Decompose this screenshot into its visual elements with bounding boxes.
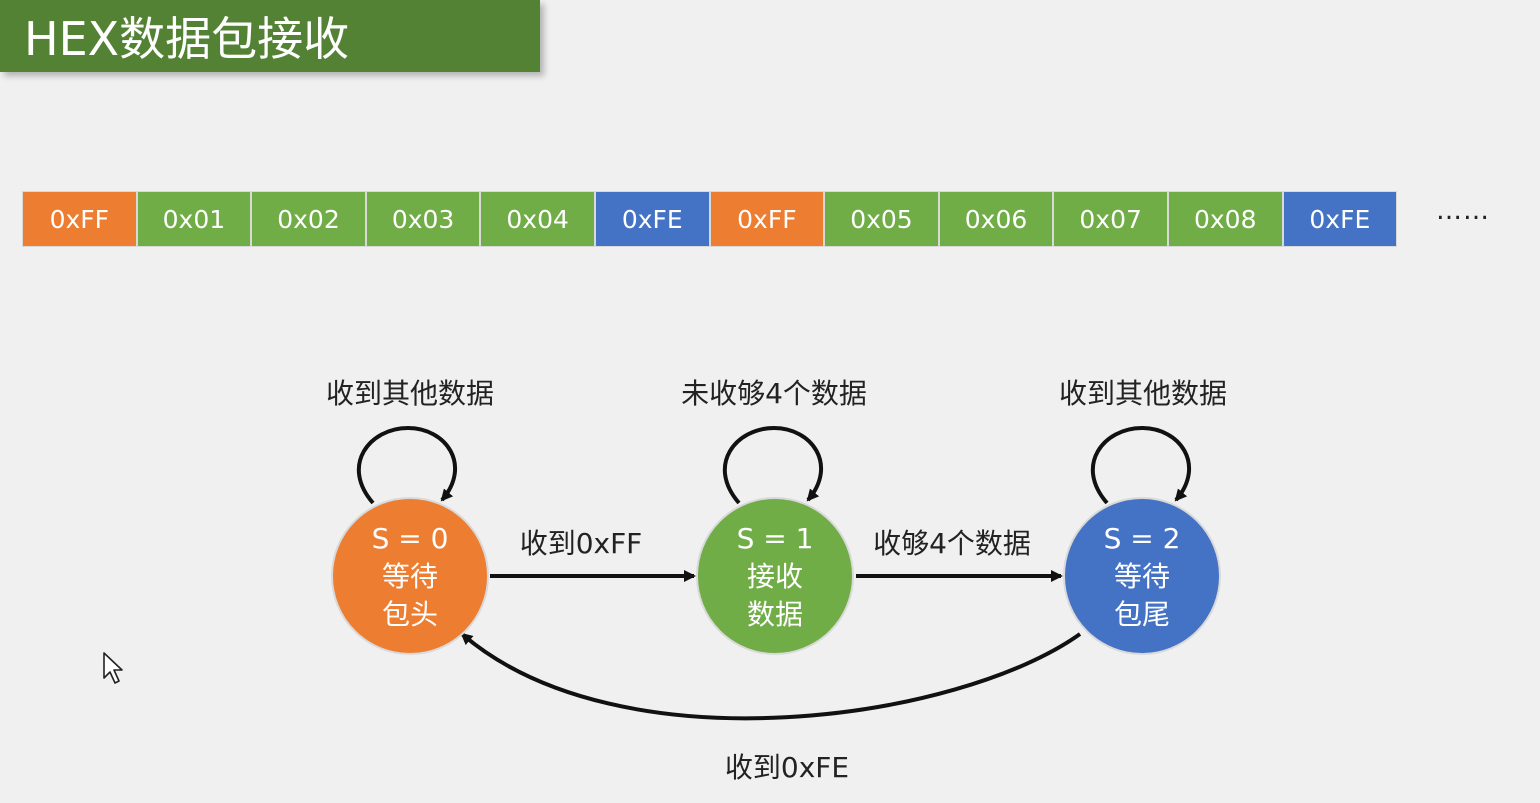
packet-byte-data: 0x08 — [1167, 191, 1283, 247]
self-loop-arrow-s2 — [1090, 425, 1191, 505]
state-s0-line3: 包头 — [382, 598, 438, 631]
packet-byte-header: 0xFF — [709, 191, 825, 247]
loop-label-s0: 收到其他数据 — [326, 377, 494, 410]
packet-byte-data: 0x03 — [365, 191, 481, 247]
packet-byte-data: 0x02 — [251, 191, 366, 247]
packet-byte-tail: 0xFE — [1282, 191, 1398, 247]
state-s0-line1: S = 0 — [372, 522, 449, 555]
transition-label-s1-s2: 收够4个数据 — [873, 527, 1031, 560]
state-s0-line2: 等待 — [382, 560, 438, 593]
state-s2-line3: 包尾 — [1114, 598, 1170, 631]
packet-byte-data: 0x04 — [480, 191, 595, 247]
packet-byte-data: 0x07 — [1053, 191, 1168, 247]
title-bar: HEX数据包接收 — [0, 0, 540, 72]
state-s2-line2: 等待 — [1114, 560, 1170, 593]
state-s1-line3: 数据 — [747, 598, 803, 631]
loop-label-s1: 未收够4个数据 — [681, 377, 867, 410]
state-node-s0: S = 0 等待 包头 — [331, 497, 489, 655]
page-title: HEX数据包接收 — [24, 12, 350, 66]
transition-label-s0-s1: 收到0xFF — [520, 527, 643, 560]
self-loop-arrow-s0 — [356, 425, 457, 505]
self-loop-arrow-s1 — [722, 425, 823, 505]
state-s2-line1: S = 2 — [1104, 522, 1181, 555]
transition-arrow-s2-s0 — [460, 632, 1082, 721]
transition-label-s2-s0: 收到0xFE — [725, 751, 849, 784]
continuation-ellipsis: …… — [1436, 196, 1490, 226]
state-node-s2: S = 2 等待 包尾 — [1063, 497, 1221, 655]
packet-byte-header: 0xFF — [22, 191, 137, 247]
packet-byte-data: 0x06 — [938, 191, 1054, 247]
packet-byte-data: 0x01 — [136, 191, 252, 247]
state-node-s1: S = 1 接收 数据 — [696, 497, 854, 655]
mouse-cursor-icon — [103, 652, 123, 684]
packet-byte-tail: 0xFE — [594, 191, 710, 247]
state-s1-line2: 接收 — [747, 560, 803, 593]
loop-label-s2: 收到其他数据 — [1059, 377, 1227, 410]
packet-byte-data: 0x05 — [824, 191, 939, 247]
state-s1-line1: S = 1 — [737, 522, 814, 555]
